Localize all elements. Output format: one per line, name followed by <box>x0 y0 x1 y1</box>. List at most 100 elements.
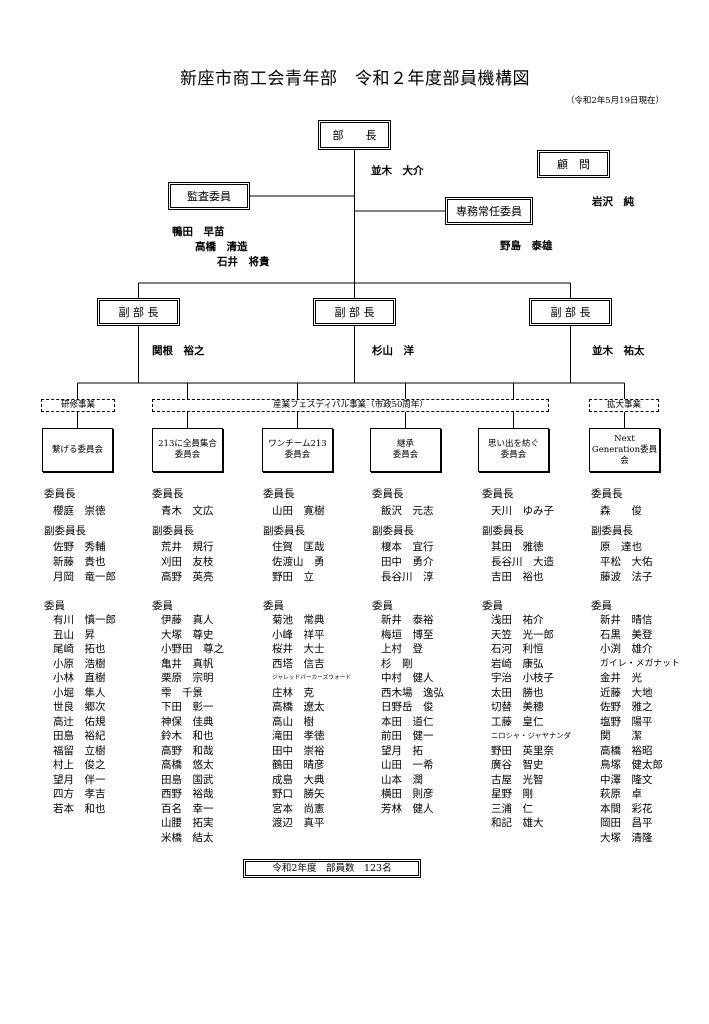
member-name: 桜井 大士 <box>272 643 325 655</box>
executive-name: 野島 泰雄 <box>500 240 553 252</box>
member-name: 山本 潤 <box>381 773 423 786</box>
member-name: 梅垣 博至 <box>381 628 434 641</box>
member-name: ジャレッドパーカーズウォード <box>272 675 352 681</box>
members-label: 委員 <box>482 600 503 612</box>
member-name: 星野 剛 <box>491 788 533 800</box>
member-name: 金井 光 <box>600 672 642 684</box>
president-box: 部 長 <box>318 120 391 150</box>
member-name: 百名 幸一 <box>161 802 214 815</box>
member-name: 芳林 健人 <box>381 802 434 815</box>
chair-name: 櫻庭 崇徳 <box>53 505 106 517</box>
chair-name: 青木 文広 <box>161 505 214 517</box>
vice-chair-label: 副委員長 <box>44 525 86 537</box>
member-name: 新井 泰裕 <box>381 614 434 626</box>
member-name: ニロシャ・ジャヤナンダ <box>491 731 571 740</box>
vice-chair-list: 其田 雅徳長谷川 大造吉田 裕也 <box>482 540 586 599</box>
member-name: 西野 裕哉 <box>161 788 214 800</box>
committee-roster: 委員長森 俊副委員長原 達也平松 大佑藤波 法子委員新井 晴信石黒 美登小渕 雄… <box>591 487 695 845</box>
member-name: 下田 彰一 <box>161 701 214 713</box>
member-name: 大塚 清隆 <box>600 831 653 844</box>
member-name: 杉 剛 <box>381 657 413 670</box>
member-name: 前田 健一 <box>381 730 434 742</box>
vice-chair-list: 佐野 秀輔新藤 貴也月岡 竜一郎 <box>44 540 148 599</box>
member-name: 古屋 光智 <box>491 773 544 786</box>
vice-chair-name: 月岡 竜一郎 <box>53 571 116 583</box>
member-name: 上村 登 <box>381 643 423 655</box>
program-industry-festival: 産業フェスティバル事業（市政50周年） <box>152 399 549 412</box>
member-name: 鳥塚 健太郎 <box>600 759 663 771</box>
vice-chair-name: 高野 英亮 <box>161 571 214 583</box>
member-name: 浅田 祐介 <box>491 614 544 626</box>
member-name: 宇治 小枝子 <box>491 672 554 684</box>
vice-chair-label: 副委員長 <box>372 525 414 537</box>
member-name: 高橋 遼太 <box>272 701 325 713</box>
member-count-box: 令和2年度 部員数 123名 <box>243 859 421 878</box>
vice-chair-name: 荒井 規行 <box>161 541 214 553</box>
chair-label: 委員長 <box>152 488 184 500</box>
member-name: 工藤 皇仁 <box>491 715 544 728</box>
member-name: 高山 樹 <box>272 715 314 728</box>
vice-chair-name: 田中 勇介 <box>381 556 434 568</box>
member-name: 野口 勝矢 <box>272 788 325 800</box>
member-name: 石黒 美登 <box>600 628 653 641</box>
vice-chair-name: 藤波 法子 <box>600 571 653 583</box>
vice-chair-label: 副委員長 <box>263 525 305 537</box>
member-name: 山田 一希 <box>381 759 434 771</box>
member-name: 小野田 尊之 <box>161 643 224 655</box>
member-name: 小林 直樹 <box>53 672 106 684</box>
member-name: 高橋 悠太 <box>161 759 214 771</box>
vice-chair-list: 榎本 宜行田中 勇介長谷川 淳 <box>372 540 476 599</box>
member-name: 中村 健人 <box>381 672 434 684</box>
vice-chair-name: 新藤 貴也 <box>53 556 106 568</box>
member-name: 小渕 雄介 <box>600 643 653 655</box>
member-name: 庄林 克 <box>272 686 314 699</box>
member-name: 天笠 光一郎 <box>491 628 554 641</box>
committee-roster: 委員長山田 寛樹副委員長住賀 匡哉佐渡山 勇野田 立委員菊池 常典小峰 祥平桜井… <box>263 487 367 831</box>
member-name: 小堀 隼人 <box>53 686 106 699</box>
member-name: 切替 美穂 <box>491 701 544 713</box>
member-name: 岡田 昌平 <box>600 817 653 829</box>
members-label: 委員 <box>152 600 173 612</box>
member-name: 本田 道仁 <box>381 715 434 728</box>
committee-box: ワンチーム213 委員会 <box>262 428 333 472</box>
member-name: 尾崎 拓也 <box>53 643 106 655</box>
member-name: 滝田 孝徳 <box>272 730 325 742</box>
president-name: 並木 大介 <box>371 165 424 177</box>
vice-president-name: 関根 裕之 <box>152 345 205 357</box>
committee-box: Next Generation委員 会 <box>589 428 660 472</box>
as-of-date: （令和2年5月19日現在） <box>565 96 664 106</box>
members-label: 委員 <box>372 600 393 612</box>
chair-label: 委員長 <box>372 488 404 500</box>
member-name: 廣谷 智史 <box>491 759 544 771</box>
member-name: 田島 国武 <box>161 773 214 786</box>
member-name: 高辻 佑規 <box>53 715 106 728</box>
vice-president-name: 並木 祐太 <box>592 345 645 357</box>
vice-chair-list: 荒井 規行刈田 友枝高野 英亮 <box>152 540 256 599</box>
vice-chair-name: 榎本 宜行 <box>381 541 434 553</box>
vice-president-name: 杉山 洋 <box>372 345 414 357</box>
member-name: 村上 俊之 <box>53 759 106 771</box>
vice-chair-name: 住賀 匡哉 <box>272 541 325 553</box>
member-name: 望月 拓 <box>381 744 423 757</box>
auditor-name: 鴨田 早苗 <box>172 226 225 238</box>
member-name: 宮本 尚憲 <box>272 802 325 815</box>
vice-chair-name: 平松 大佑 <box>600 556 653 568</box>
member-name: 本間 彩花 <box>600 802 653 815</box>
member-name: 野田 英里奈 <box>491 744 554 757</box>
chair-name: 天川 ゆみ子 <box>491 505 554 517</box>
member-name: 高橋 裕昭 <box>600 744 653 757</box>
member-name: 日野岳 俊 <box>381 701 434 713</box>
member-name: 和記 雄大 <box>491 817 544 829</box>
vice-chair-name: 佐渡山 勇 <box>272 556 325 568</box>
vice-chair-name: 野田 立 <box>272 571 314 583</box>
executive-box: 専務常任委員 <box>445 197 533 225</box>
vice-chair-label: 副委員長 <box>482 525 524 537</box>
member-name: 菊池 常典 <box>272 614 325 626</box>
member-name: 横田 則彦 <box>381 788 434 800</box>
chair-label: 委員長 <box>482 488 514 500</box>
member-name: 丑山 昇 <box>53 628 95 641</box>
member-name: 小原 浩樹 <box>53 657 106 670</box>
program-expansion: 拡大事業 <box>589 399 659 412</box>
member-name: 佐野 雅之 <box>600 701 653 713</box>
member-name: 渡辺 真平 <box>272 817 325 829</box>
